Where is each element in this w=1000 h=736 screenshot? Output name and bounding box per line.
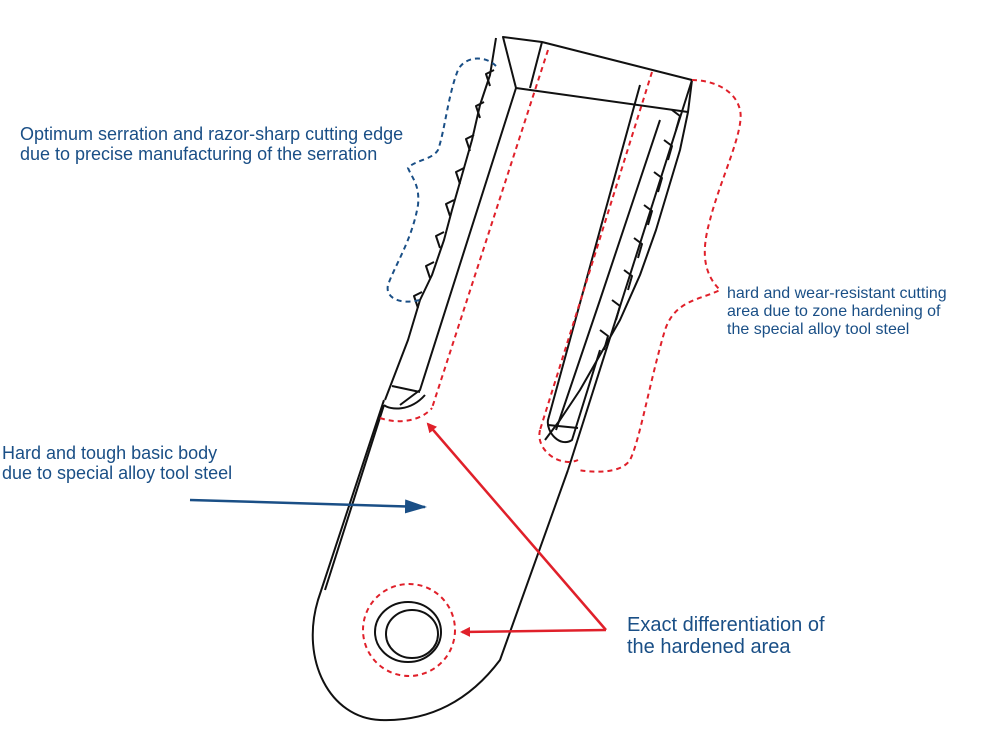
- red-bracket: [577, 79, 742, 473]
- hardened-cutting-label: hard and wear-resistant cutting area due…: [727, 285, 947, 339]
- differentiation-label: Exact differentiation of the hardened ar…: [627, 614, 825, 659]
- body-arrow: [189, 498, 427, 514]
- basic-body-label-line-2: due to special alloy tool steel: [2, 463, 233, 484]
- hardened-line-left: [431, 49, 549, 409]
- hardened-line-right: [539, 71, 653, 431]
- right-serrated-edge: [544, 111, 689, 441]
- basic-body-label-line-1: Hard and tough basic body: [2, 443, 218, 463]
- hardened-zone-markers: [362, 49, 742, 677]
- diff-arrow-lower: [460, 626, 607, 637]
- serration-label-line-1: Optimum serration and razor-sharp cuttin…: [20, 124, 404, 144]
- hole-hardened-ring: [362, 583, 456, 677]
- differentiation-label-line-1: Exact differentiation of: [627, 614, 825, 636]
- left-serrated-edge: [384, 37, 497, 401]
- blade-outline: [311, 36, 693, 722]
- blade-top-face: [502, 36, 693, 113]
- mounting-hole: [374, 601, 442, 663]
- hardened-cutting-label-line-1: hard and wear-resistant cutting: [727, 285, 947, 302]
- serration-label: Optimum serration and razor-sharp cuttin…: [20, 124, 403, 164]
- blue-bracket: [386, 57, 497, 303]
- serration-label-line-2: due to precise manufacturing of the serr…: [20, 144, 378, 165]
- differentiation-label-line-2: the hardened area: [627, 636, 791, 659]
- hardened-cutting-label-line-2: area due to zone hardening of: [727, 302, 941, 320]
- hardened-cutting-label-line-3: the special alloy tool steel: [727, 320, 910, 338]
- diff-arrow-upper: [426, 422, 607, 631]
- basic-body-label: Hard and tough basic body due to special…: [2, 443, 232, 483]
